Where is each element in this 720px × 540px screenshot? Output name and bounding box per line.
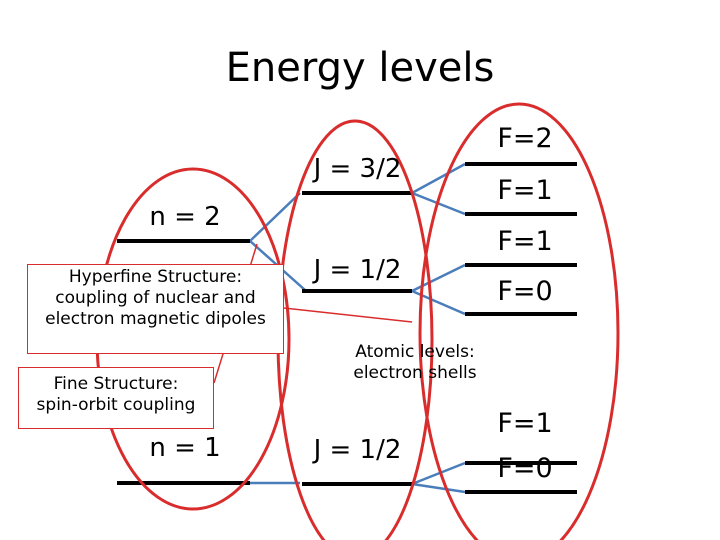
fine-line-2: spin-orbit coupling — [36, 395, 196, 415]
hyperfine-pointer — [283, 307, 413, 323]
diagram-title: Energy levels — [225, 45, 495, 91]
fine-line-1: Fine Structure: — [53, 374, 179, 394]
label-f0: F=0 — [497, 276, 553, 307]
label-f0-lower: F=0 — [497, 453, 553, 484]
label-f2: F=2 — [497, 123, 553, 154]
hyperfine-structure-callout: Hyperfine Structure: coupling of nuclear… — [27, 264, 284, 354]
label-f1-b: F=1 — [497, 226, 553, 257]
connector-j12-f1 — [411, 263, 466, 293]
label-n2: n = 2 — [149, 202, 221, 232]
label-j12-lower: J = 1/2 — [313, 435, 402, 465]
hyperfine-line-2: coupling of nuclear and — [55, 288, 256, 308]
ellipse-hyperfine-structure — [418, 102, 620, 540]
label-f1-lower: F=1 — [497, 408, 553, 439]
connector-j12-f1-lower — [411, 461, 466, 486]
label-j32: J = 3/2 — [313, 154, 402, 184]
label-f1: F=1 — [497, 175, 553, 206]
atomic-line-1: Atomic levels: — [355, 342, 475, 362]
hyperfine-line-1: Hyperfine Structure: — [68, 267, 243, 287]
label-n1: n = 1 — [149, 433, 221, 463]
atomic-levels-note: Atomic levels: electron shells — [340, 336, 490, 396]
fine-structure-callout: Fine Structure: spin-orbit coupling — [18, 367, 214, 429]
label-j12-upper: J = 1/2 — [313, 255, 402, 285]
atomic-line-2: electron shells — [353, 363, 477, 383]
connector-j12-f0-lower — [411, 482, 466, 494]
connector-n2-j32 — [249, 192, 301, 242]
connector-j32-f2 — [411, 162, 466, 195]
level-lines — [117, 162, 577, 494]
hyperfine-line-3: electron magnetic dipoles — [45, 309, 266, 329]
